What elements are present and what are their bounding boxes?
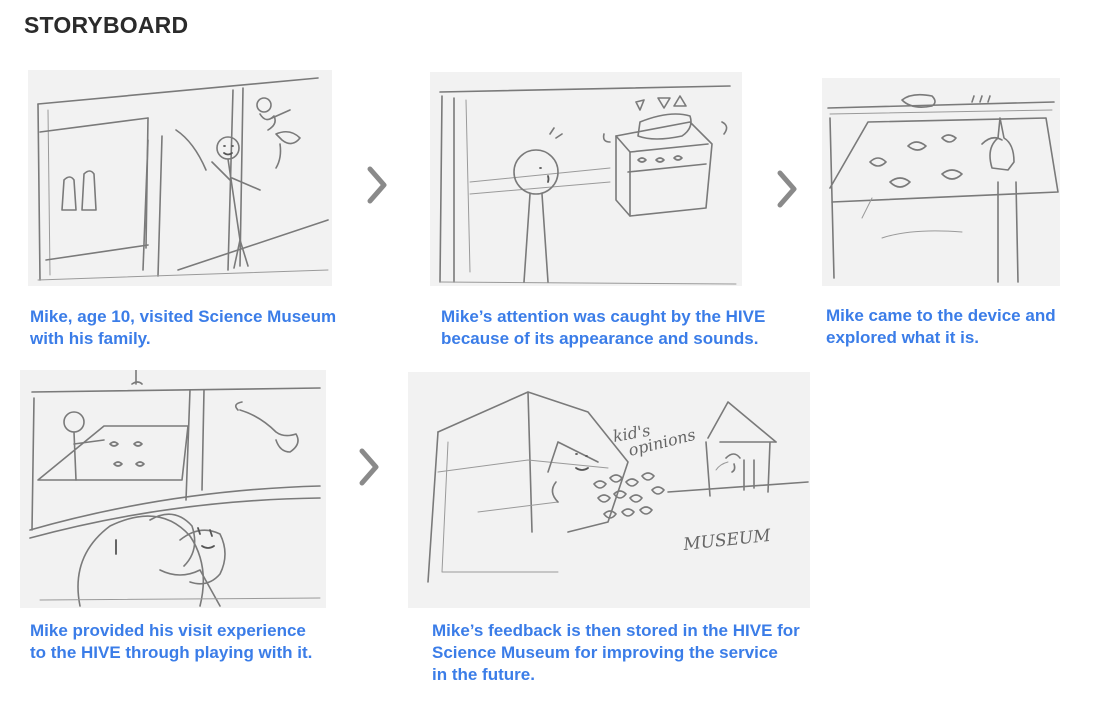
caption-line: because of its appearance and sounds.	[441, 329, 759, 348]
caption-line: Mike came to the device and	[826, 306, 1056, 325]
storyboard-sketch-5: kid's opinions MUSEUM	[408, 372, 810, 608]
caption-line: in the future.	[432, 665, 535, 684]
caption-line: Science Museum for improving the service	[432, 643, 778, 662]
panel-1-caption: Mike, age 10, visited Science Museum wit…	[30, 306, 336, 350]
caption-line: to the HIVE through playing with it.	[30, 643, 313, 662]
caption-line: Mike provided his visit experience	[30, 621, 306, 640]
panel-5-caption: Mike’s feedback is then stored in the HI…	[432, 620, 800, 686]
panel-2-caption: Mike’s attention was caught by the HIVE …	[441, 306, 765, 350]
panel-3-caption: Mike came to the device and explored wha…	[826, 305, 1056, 349]
caption-line: explored what it is.	[826, 328, 980, 347]
chevron-right-icon	[362, 163, 392, 207]
storyboard-sketch-2	[430, 72, 742, 286]
chevron-right-icon	[772, 167, 802, 211]
storyboard-sketch-3	[822, 78, 1060, 286]
caption-line: Mike’s attention was caught by the HIVE	[441, 307, 766, 326]
caption-line: Mike’s feedback is then stored in the HI…	[432, 621, 800, 640]
page-title: STORYBOARD	[24, 12, 189, 38]
storyboard-sketch-4	[20, 370, 326, 608]
caption-line: with his family.	[30, 329, 151, 348]
caption-line: Mike, age 10, visited Science Museum	[30, 307, 337, 326]
sketch-text: MUSEUM	[681, 526, 772, 555]
storyboard-sketch-1	[28, 70, 332, 286]
chevron-right-icon	[354, 445, 384, 489]
panel-4-caption: Mike provided his visit experience to th…	[30, 620, 312, 664]
